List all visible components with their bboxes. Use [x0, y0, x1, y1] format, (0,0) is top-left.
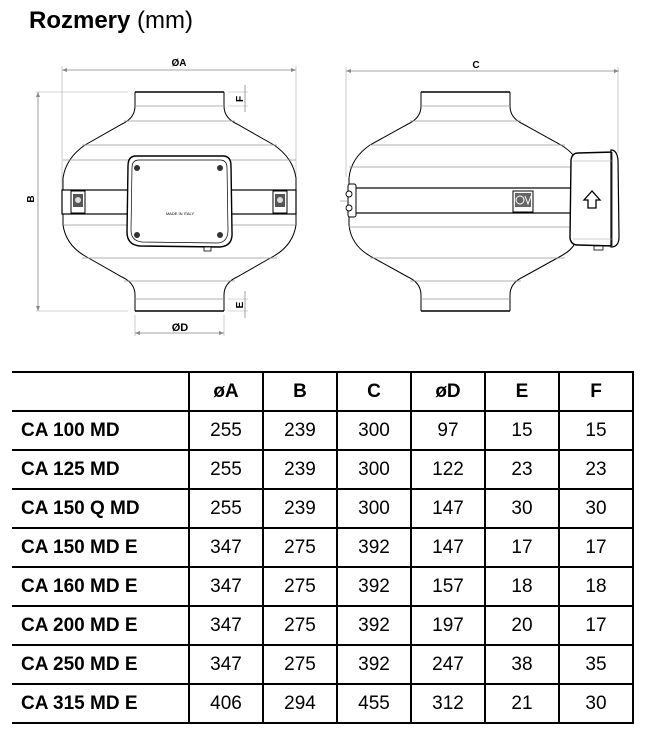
dimension-value-cell: 255 [188, 488, 264, 529]
band-clamp [347, 183, 357, 218]
model-name-cell: CA 100 MD [12, 410, 190, 451]
dimension-value-cell: 15 [558, 410, 634, 451]
dimension-value-cell: 347 [188, 605, 264, 646]
label-dim-e: E [235, 301, 246, 308]
dimension-value-cell: 147 [410, 527, 486, 568]
table-header-cell: E [484, 371, 559, 412]
table-header-cell [12, 371, 189, 412]
dimension-value-cell: 122 [410, 449, 486, 490]
dimension-value-cell: 17 [558, 527, 634, 568]
model-name-cell: CA 250 MD E [12, 644, 190, 685]
table-header-cell: B [262, 371, 337, 412]
table-header-row: øA B C øD E F [12, 371, 634, 412]
side-view: C [340, 60, 620, 312]
screw-icon [134, 232, 140, 238]
dimension-value-cell: 275 [262, 566, 338, 607]
page-title: Rozmery (mm) [29, 6, 193, 36]
dimension-value-cell: 157 [410, 566, 486, 607]
title-main: Rozmery [29, 7, 131, 34]
screw-icon [134, 165, 140, 171]
label-dim-f: F [235, 96, 246, 102]
model-name-cell: CA 150 MD E [12, 527, 190, 568]
dimension-value-cell: 275 [262, 644, 338, 685]
brand-logo-icon [272, 190, 288, 214]
dimension-value-cell: 20 [484, 605, 560, 646]
dimension-value-cell: 197 [410, 605, 486, 646]
model-name-cell: CA 125 MD [12, 449, 190, 490]
label-dim-a: ØA [172, 58, 187, 69]
dimension-value-cell: 247 [410, 644, 486, 685]
dimension-value-cell: 97 [410, 410, 486, 451]
dimension-value-cell: 239 [262, 488, 338, 529]
dimension-value-cell: 300 [336, 410, 412, 451]
dimension-value-cell: 392 [336, 566, 412, 607]
dimension-value-cell: 392 [336, 527, 412, 568]
dimension-value-cell: 30 [558, 488, 634, 529]
dimension-value-cell: 30 [484, 488, 560, 529]
model-name-cell: CA 200 MD E [12, 605, 190, 646]
label-dim-c: C [472, 60, 479, 71]
dimension-value-cell: 312 [410, 683, 486, 724]
dimension-value-cell: 23 [484, 449, 560, 490]
dimension-value-cell: 255 [188, 410, 264, 451]
label-dim-b: B [26, 195, 37, 202]
model-name-cell: CA 150 Q MD [12, 488, 190, 529]
table-header-cell: C [336, 371, 411, 412]
dimension-value-cell: 347 [188, 527, 264, 568]
made-in-italy-text: MADE IN ITALY [166, 211, 195, 216]
dimension-value-cell: 239 [262, 410, 338, 451]
dimension-value-cell: 392 [336, 605, 412, 646]
dimension-value-cell: 294 [262, 683, 338, 724]
dimension-value-cell: 30 [558, 683, 634, 724]
dimension-value-cell: 275 [262, 527, 338, 568]
model-name-cell: CA 315 MD E [12, 683, 190, 724]
dimension-value-cell: 17 [484, 527, 560, 568]
dimension-value-cell: 35 [558, 644, 634, 685]
airflow-direction-arrow-icon [582, 190, 602, 209]
table-header-cell: øD [410, 371, 485, 412]
dimension-value-cell: 255 [188, 449, 264, 490]
dimension-value-cell: 18 [484, 566, 560, 607]
table-header-cell: F [558, 371, 634, 412]
dimension-value-cell: 275 [262, 605, 338, 646]
dimension-value-cell: 239 [262, 449, 338, 490]
dimension-value-cell: 455 [336, 683, 412, 724]
fan-technical-drawing: ØA B [26, 58, 620, 336]
dimension-value-cell: 392 [336, 644, 412, 685]
dimension-value-cell: 17 [558, 605, 634, 646]
brand-logo-icon [512, 190, 534, 213]
dimension-value-cell: 23 [558, 449, 634, 490]
terminal-box-side [569, 149, 620, 251]
mounting-band [354, 187, 574, 214]
dimension-value-cell: 38 [484, 644, 560, 685]
dimension-value-cell: 15 [484, 410, 560, 451]
label-dim-d: ØD [172, 322, 189, 334]
dimension-value-cell: 147 [410, 488, 486, 529]
screw-icon [217, 232, 223, 238]
dimension-value-cell: 300 [336, 449, 412, 490]
dimension-value-cell: 300 [336, 488, 412, 529]
dimension-value-cell: 347 [188, 644, 264, 685]
dimension-value-cell: 347 [188, 566, 264, 607]
dimension-value-cell: 21 [484, 683, 560, 724]
front-view: ØA B [26, 58, 297, 336]
dimension-value-cell: 18 [558, 566, 634, 607]
title-unit: (mm) [137, 7, 194, 34]
screw-icon [217, 165, 223, 171]
brand-logo-icon [70, 190, 86, 214]
table-header-cell: øA [188, 371, 263, 412]
model-name-cell: CA 160 MD E [12, 566, 190, 607]
terminal-box-cover: MADE IN ITALY [126, 155, 233, 252]
dimension-value-cell: 406 [188, 683, 264, 724]
